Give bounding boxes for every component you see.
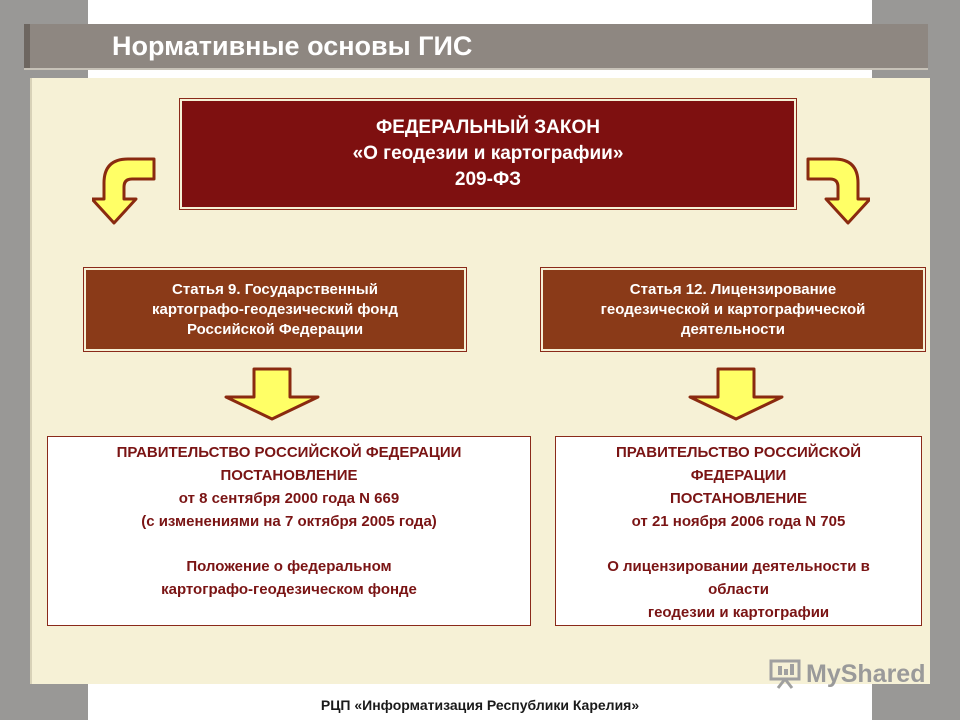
decree-705-line1: ПРАВИТЕЛЬСТВО РОССИЙСКОЙ [615, 444, 862, 461]
decree-669-subject-line1: Положение о федеральном [186, 558, 392, 575]
curved-arrow-left-icon [92, 157, 156, 225]
watermark-text: MyShared [806, 659, 926, 688]
article-12-line3: деятельности [681, 320, 785, 338]
decree-705-line3: ПОСТАНОВЛЕНИЕ [669, 490, 808, 507]
article-12-box: Статья 12. Лицензирование геодезической … [540, 267, 926, 352]
curved-arrow-right-icon [806, 157, 870, 225]
decree-669-line2: ПОСТАНОВЛЕНИЕ [220, 467, 358, 484]
decree-669-line1: ПРАВИТЕЛЬСТВО РОССИЙСКОЙ ФЕДЕРАЦИИ [116, 444, 462, 461]
decree-669-box: ПРАВИТЕЛЬСТВО РОССИЙСКОЙ ФЕДЕРАЦИИ ПОСТА… [47, 436, 531, 626]
decree-669-date: от 8 сентября 2000 года N 669 [178, 490, 400, 507]
article-9-line3: Российской Федерации [186, 320, 364, 338]
presentation-screen-icon [769, 659, 801, 689]
article-9-line1: Статья 9. Государственный [172, 280, 378, 298]
article-12-line2: геодезической и картографической [600, 300, 866, 318]
decree-669-subject-line2: картографо-геодезическом фонде [161, 581, 417, 598]
article-9-line2: картографо-геодезический фонд [151, 300, 399, 318]
article-9-box: Статья 9. Государственный картографо-гео… [83, 267, 467, 352]
decree-669-amendment: (с изменениями на 7 октября 2005 года) [141, 513, 437, 530]
law-number: 209-ФЗ [454, 169, 522, 190]
decree-705-subject-line2: области [708, 581, 769, 598]
down-arrow-left-icon [224, 367, 320, 421]
article-12-line1: Статья 12. Лицензирование [629, 280, 837, 298]
footer-caption: РЦП «Информатизация Республики Карелия» [320, 697, 640, 713]
title-bar-accent [24, 24, 30, 68]
law-name: «О геодезии и картографии» [352, 143, 624, 164]
title-bar [24, 24, 928, 70]
federal-law-box: ФЕДЕРАЛЬНЫЙ ЗАКОН «О геодезии и картогра… [179, 98, 797, 210]
spacer [556, 533, 921, 555]
decree-705-subject-line3: геодезии и картографии [647, 604, 830, 621]
law-title: ФЕДЕРАЛЬНЫЙ ЗАКОН [375, 117, 601, 138]
decree-705-date: от 21 ноября 2006 года N 705 [631, 513, 846, 530]
page-title: Нормативные основы ГИС [112, 31, 473, 61]
decree-705-subject-line1: О лицензировании деятельности в [607, 558, 870, 575]
myshared-watermark: MyShared [768, 656, 928, 692]
decree-705-line2: ФЕДЕРАЦИИ [690, 467, 787, 484]
spacer [48, 533, 530, 555]
decree-705-box: ПРАВИТЕЛЬСТВО РОССИЙСКОЙ ФЕДЕРАЦИИ ПОСТА… [555, 436, 922, 626]
down-arrow-right-icon [688, 367, 784, 421]
